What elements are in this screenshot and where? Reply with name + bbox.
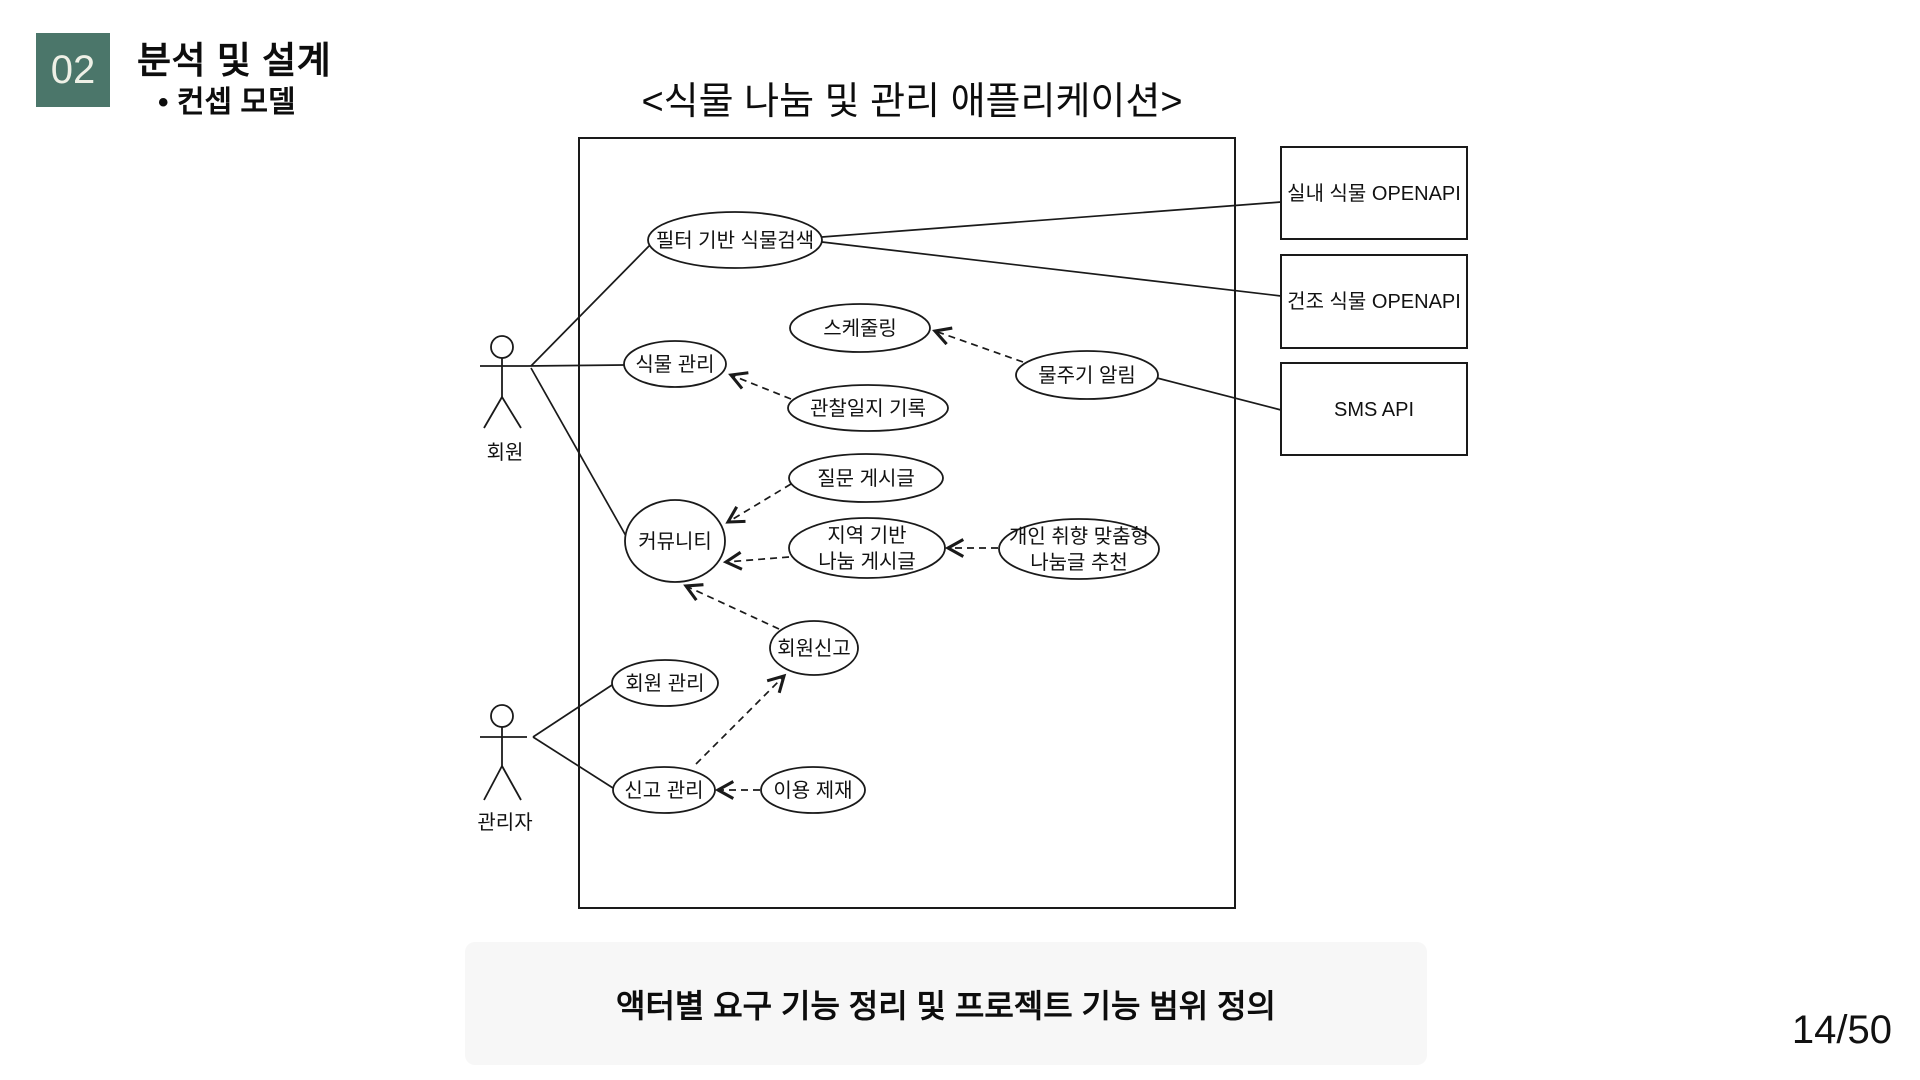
dep-watering-to-scheduling: [932, 326, 1024, 363]
usecase-observation-diary: 관찰일지 기록: [787, 384, 949, 432]
actor-admin: [480, 704, 527, 801]
usecase-scheduling: 스케줄링: [789, 303, 931, 353]
usecase-label: 질문 게시글: [817, 467, 915, 490]
assoc-member-plant-mgmt: [526, 364, 625, 367]
usecase-report-management: 신고 관리: [612, 766, 716, 814]
assoc-admin-report-mgmt: [532, 736, 614, 789]
usecase-question-post: 질문 게시글: [788, 453, 944, 503]
external-sms-api: SMS API: [1280, 362, 1468, 456]
assoc-admin-member-mgmt: [532, 684, 613, 738]
usecase-plant-management: 식물 관리: [623, 340, 727, 388]
dep-regional-to-community: [722, 551, 790, 571]
usecase-label: 회원 관리: [625, 672, 704, 695]
usecase-label: 물주기 알림: [1038, 364, 1136, 387]
external-indoor-plant-openapi: 실내 식물 OPENAPI: [1280, 146, 1468, 240]
usecase-label: 필터 기반 식물검색: [656, 229, 814, 252]
assoc-filter-indoor-openapi: [821, 201, 1282, 238]
assoc-filter-dry-openapi: [821, 241, 1282, 297]
usecase-label-line1: 지역 기반: [827, 524, 906, 547]
actor-member-head: [490, 335, 514, 359]
actor-admin-leg-left: [483, 765, 503, 801]
section-subtitle: • 컨셉 모델: [158, 86, 296, 119]
actor-admin-head: [490, 704, 514, 728]
caption-text: 액터별 요구 기능 정리 및 프로젝트 기능 범위 정의: [616, 987, 1276, 1024]
usecases: 필터 기반 식물검색 스케줄링 식물 관리 관찰일지 기록 물주기 알림 질문 …: [611, 211, 1160, 814]
page-number: 14/50: [1791, 1008, 1892, 1052]
diagram-title: <식물 나눔 및 관리 애플리케이션>: [641, 81, 1183, 123]
external-dry-plant-openapi: 건조 식물 OPENAPI: [1280, 254, 1468, 349]
external-system-label: 건조 식물 OPENAPI: [1287, 290, 1461, 313]
dep-report-to-community: [683, 583, 780, 630]
actor-member: [480, 335, 527, 429]
usecase-filter-plant-search: 필터 기반 식물검색: [647, 211, 823, 269]
external-systems: 실내 식물 OPENAPI 건조 식물 OPENAPI SMS API: [1280, 146, 1468, 456]
section-number-badge: 02: [36, 33, 110, 107]
actor-member-label: 회원: [487, 441, 524, 464]
usecase-label: 식물 관리: [635, 353, 714, 376]
assoc-member-community: [530, 367, 627, 537]
dep-reportmgmt-to-report: [695, 673, 787, 765]
usecase-label: 커뮤니티: [638, 530, 712, 553]
usecase-label: 이용 제재: [773, 779, 852, 802]
usecase-community: 커뮤니티: [624, 499, 726, 583]
usecase-label: 관찰일지 기록: [810, 397, 926, 420]
dependency-arrows: [683, 326, 1024, 800]
usecase-label-line1: 개인 취향 맞춤형: [1009, 525, 1149, 548]
association-lines: [526, 201, 1282, 789]
usecase-label-line2: 나눔글 추천: [1030, 551, 1128, 574]
section-title: 분석 및 설계: [137, 40, 332, 81]
usecase-watering-alarm: 물주기 알림: [1015, 350, 1159, 400]
actor-member-leg-right: [501, 396, 522, 429]
external-system-label: 실내 식물 OPENAPI: [1287, 182, 1461, 205]
usecase-member-report: 회원신고: [769, 620, 859, 676]
actor-admin-leg-right: [501, 765, 522, 801]
usecase-label: 회원신고: [777, 637, 851, 660]
usecase-label: 신고 관리: [624, 779, 703, 802]
actor-member-leg-left: [483, 396, 503, 429]
assoc-member-filter-search: [530, 244, 651, 367]
usecase-regional-share-post: 지역 기반 나눔 게시글: [788, 517, 946, 579]
actor-admin-label: 관리자: [477, 811, 532, 834]
usecase-member-management: 회원 관리: [611, 659, 719, 707]
assoc-watering-sms-api: [1156, 377, 1282, 411]
usecase-personalized-recommendation: 개인 취향 맞춤형 나눔글 추천: [998, 518, 1160, 580]
dep-question-to-community: [725, 483, 792, 524]
system-boundary: [578, 137, 1236, 909]
caption-box: 액터별 요구 기능 정리 및 프로젝트 기능 범위 정의: [465, 942, 1427, 1065]
external-system-label: SMS API: [1334, 399, 1414, 421]
dep-diary-to-plant-mgmt: [728, 371, 792, 400]
usecase-usage-sanction: 이용 제재: [760, 766, 866, 814]
usecase-label: 스케줄링: [823, 317, 897, 340]
usecase-label-line2: 나눔 게시글: [818, 550, 916, 573]
